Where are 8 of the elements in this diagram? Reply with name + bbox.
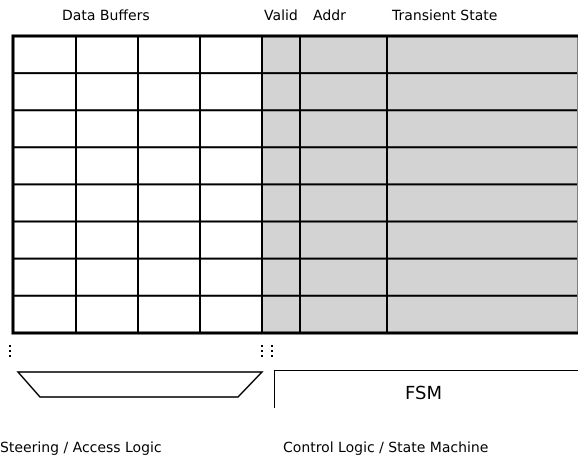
- block-caption: Control Logic / State Machine: [283, 440, 488, 456]
- fsm-box: [274, 370, 578, 408]
- column-header: Data Buffers: [62, 8, 150, 24]
- block-label: FSM: [405, 383, 442, 404]
- column-header: Valid: [264, 8, 298, 24]
- block-caption: Steering / Access Logic: [0, 440, 162, 456]
- column-header: Addr: [313, 8, 346, 24]
- column-header: Transient State: [392, 8, 498, 24]
